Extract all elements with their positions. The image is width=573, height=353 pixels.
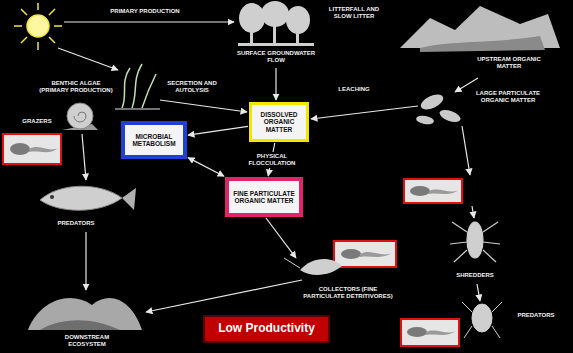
caption-label: PREDATORS — [506, 312, 566, 319]
sun — [14, 3, 62, 50]
tadpole-icon — [404, 179, 462, 203]
process-box: FINE PARTICULATE ORGANIC MATTER — [225, 177, 303, 217]
process-box: MICROBIAL METABOLISM — [121, 121, 187, 159]
rocks — [28, 298, 142, 330]
hills — [400, 6, 560, 52]
caption-label: SECRETION AND AUTOLYSIS — [160, 80, 224, 94]
caption-label: LITTERFALL AND SLOW LITTER — [322, 6, 386, 20]
algae — [115, 64, 160, 109]
trees — [238, 1, 314, 46]
flow-connector — [188, 126, 248, 135]
node-text: MICROBIAL METABOLISM — [128, 133, 180, 148]
node-text: Low Productivity — [218, 322, 315, 336]
caption-label: SURFACE GROUNDWATER FLOW — [236, 50, 316, 64]
predator-insect — [462, 302, 502, 338]
note-box: Low Productivity — [203, 315, 330, 343]
fish — [40, 186, 136, 210]
flow-arrow — [58, 22, 480, 312]
caption-label: PREDATORS — [44, 220, 108, 227]
caption-label: LARGE PARTICULATE ORGANIC MATTER — [466, 90, 550, 104]
node-text: DISSOLVED ORGANIC MATTER — [255, 111, 303, 133]
caption-label: GRAZERS — [16, 118, 58, 125]
tadpole-icon — [3, 134, 61, 164]
node-text: FINE PARTICULATE ORGANIC MATTER — [232, 190, 296, 205]
shredder — [450, 222, 500, 262]
caption-label: DOWNSTREAM ECOSYSTEM — [46, 334, 128, 348]
leaves — [415, 91, 462, 125]
collector — [284, 258, 342, 275]
edge-label: PHYSICAL FLOCCULATION — [232, 152, 312, 168]
snail — [62, 103, 98, 130]
flow-connector — [188, 158, 224, 177]
caption-label: SHREDDERS — [444, 272, 506, 279]
tadpole-icon — [334, 241, 396, 267]
caption-label: BENTHIC ALGAE (PRIMARY PRODUCTION) — [36, 80, 116, 94]
caption-label: PRIMARY PRODUCTION — [100, 8, 190, 15]
caption-label: UPSTREAM ORGANIC MATTER — [466, 56, 552, 70]
process-box: DISSOLVED ORGANIC MATTER — [249, 102, 309, 142]
caption-label: LEACHING — [328, 86, 380, 93]
tadpole-icon — [401, 319, 459, 346]
caption-label: COLLECTORS (FINE PARTICULATE DETRITIVORE… — [298, 286, 398, 300]
